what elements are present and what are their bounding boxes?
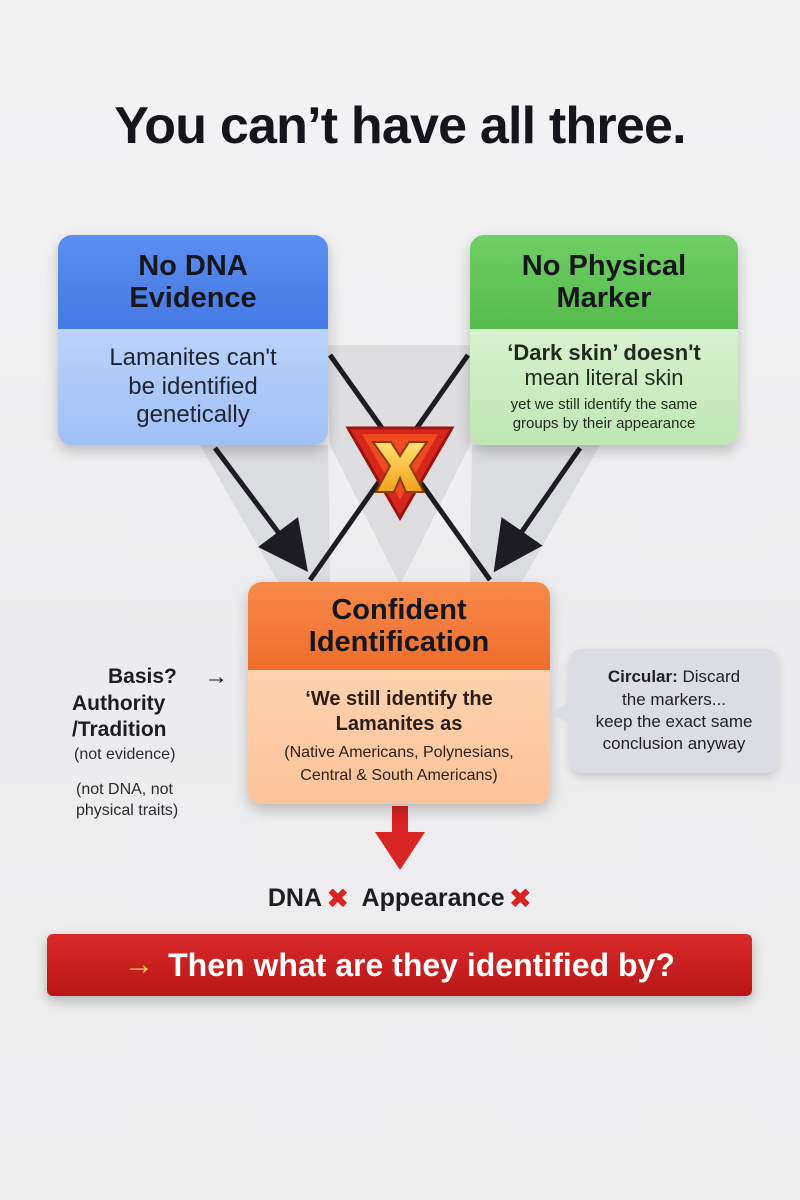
- basis-label: Basis?: [108, 665, 177, 688]
- no-dna-heading: No DNA Evidence: [58, 235, 328, 329]
- appearance-label: Appearance: [361, 884, 505, 912]
- cross-icon: ✖: [508, 883, 533, 914]
- no-dna-evidence-box: No DNA Evidence Lamanites can't be ident…: [58, 235, 328, 445]
- basis-answer: Authority /Tradition: [72, 692, 167, 742]
- dna-label: DNA: [267, 884, 323, 912]
- x-icon: [345, 426, 455, 521]
- no-physical-marker-box: No Physical Marker ‘Dark skin’ doesn't m…: [470, 235, 738, 445]
- confident-identification-heading: Confident Identification: [248, 582, 550, 670]
- page-title: You can’t have all three.: [114, 97, 686, 155]
- no-physical-body: ‘Dark skin’ doesn't mean literal skin ye…: [470, 329, 738, 445]
- circular-label: Circular:: [607, 667, 678, 687]
- banner-text: Then what are they identified by?: [168, 946, 675, 983]
- arrow-right-icon: →: [204, 663, 228, 690]
- confident-identification-body: ‘We still identify the Lamanites as (Nat…: [248, 670, 550, 804]
- arrow-left: [213, 446, 308, 572]
- arrow-right: [493, 446, 583, 573]
- question-banner: → Then what are they identified by?: [47, 934, 752, 996]
- basis-note-traits: (not DNA, not physical traits): [76, 781, 179, 819]
- circular-speech-bubble: Circular: Discard the markers... keep th…: [552, 649, 778, 773]
- down-arrow-icon: [375, 806, 425, 870]
- result-row: DNA ✖ Appearance ✖: [0, 882, 800, 915]
- confident-identification-box: Confident Identification ‘We still ident…: [248, 582, 550, 804]
- cross-icon: ✖: [326, 883, 350, 914]
- arrow-right-icon: →: [124, 948, 155, 981]
- no-dna-body: Lamanites can't be identified geneticall…: [58, 329, 328, 445]
- no-physical-heading: No Physical Marker: [470, 235, 738, 329]
- basis-note-evidence: (not evidence): [74, 746, 176, 763]
